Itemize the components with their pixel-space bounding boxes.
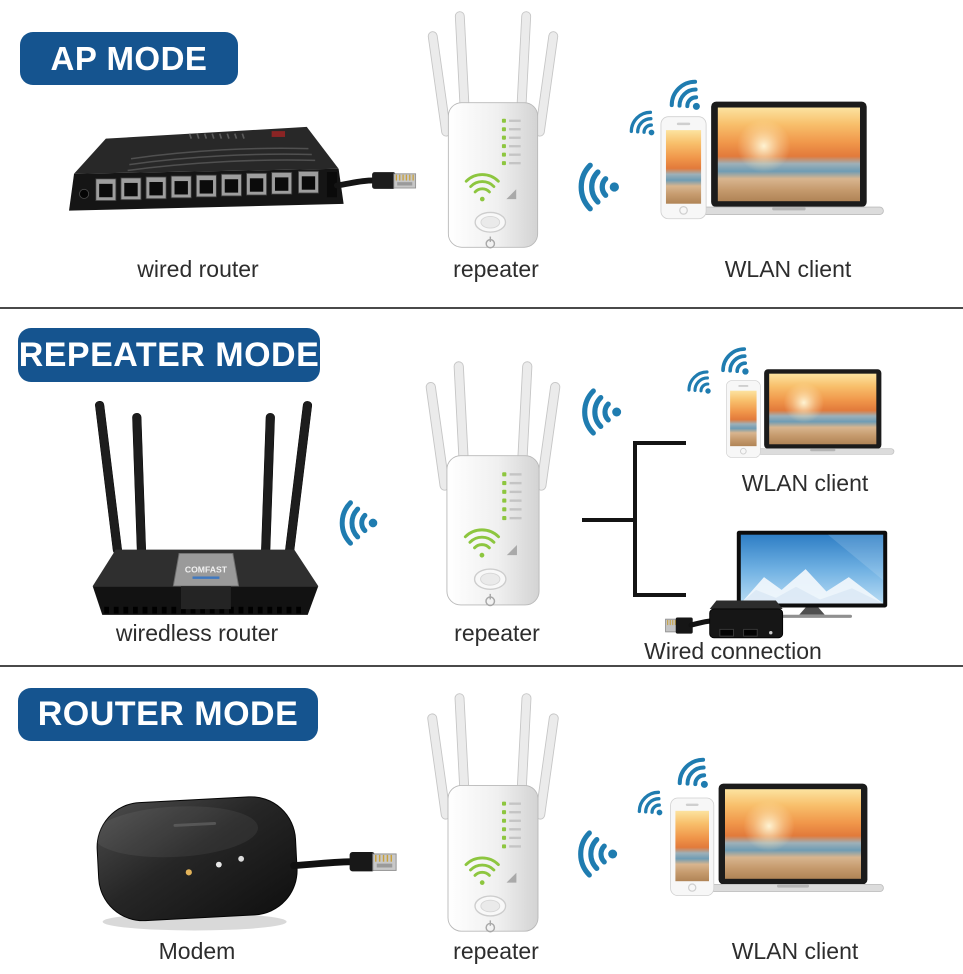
wired-connection-label: Wired connection [644,638,822,664]
wlan-client-label: WLAN client [731,938,859,964]
ethernet-adapter-image [660,592,795,648]
ap-mode-banner-label: AP MODE [50,39,208,77]
section-divider [0,307,963,309]
connection-line-horizontal [582,518,637,522]
repeater-mode-banner: REPEATER MODE [18,328,320,382]
repeater-label: repeater [453,938,539,964]
section-divider [0,665,963,667]
modem-label: Modem [158,938,236,964]
repeater-device-image [420,358,566,616]
connection-line-vertical [633,443,637,597]
wifi-signal-icon [708,334,765,391]
router-mode-banner: ROUTER MODE [18,688,318,741]
modem-image [80,790,410,945]
wifi-signal-icon [328,496,382,550]
wifi-signal-icon [626,779,677,830]
svg-text:COMFAST: COMFAST [185,565,228,575]
connection-line-bottom-stub [633,593,686,597]
wifi-signal-icon [676,359,724,407]
wireless-router-image: COMFAST [85,396,325,636]
repeater-label: repeater [453,256,539,282]
wifi-signal-icon [566,826,622,882]
wifi-signal-icon [618,99,669,150]
wlan-client-image [702,368,912,472]
wifi-signal-icon [663,743,725,805]
tv-image [732,528,892,623]
wired-router-label: wired router [137,256,259,282]
repeater-mode-banner-label: REPEATER MODE [18,335,320,374]
wlan-client-label: WLAN client [741,470,869,496]
wired-router-image [64,118,424,248]
wifi-signal-icon [570,384,626,440]
repeater-device-image [420,8,566,258]
wlan-client-image [648,782,898,914]
wireless-router-label: wiredless router [115,620,279,646]
wifi-signal-icon [566,158,624,216]
router-mode-banner-label: ROUTER MODE [37,695,299,733]
ap-mode-banner: AP MODE [20,32,238,85]
repeater-device-image [422,690,564,942]
repeater-label: repeater [454,620,540,646]
wlan-client-label: WLAN client [724,256,852,282]
wlan-client-image [642,100,894,238]
connection-line-top-stub [633,441,686,445]
wifi-signal-icon [655,65,717,127]
